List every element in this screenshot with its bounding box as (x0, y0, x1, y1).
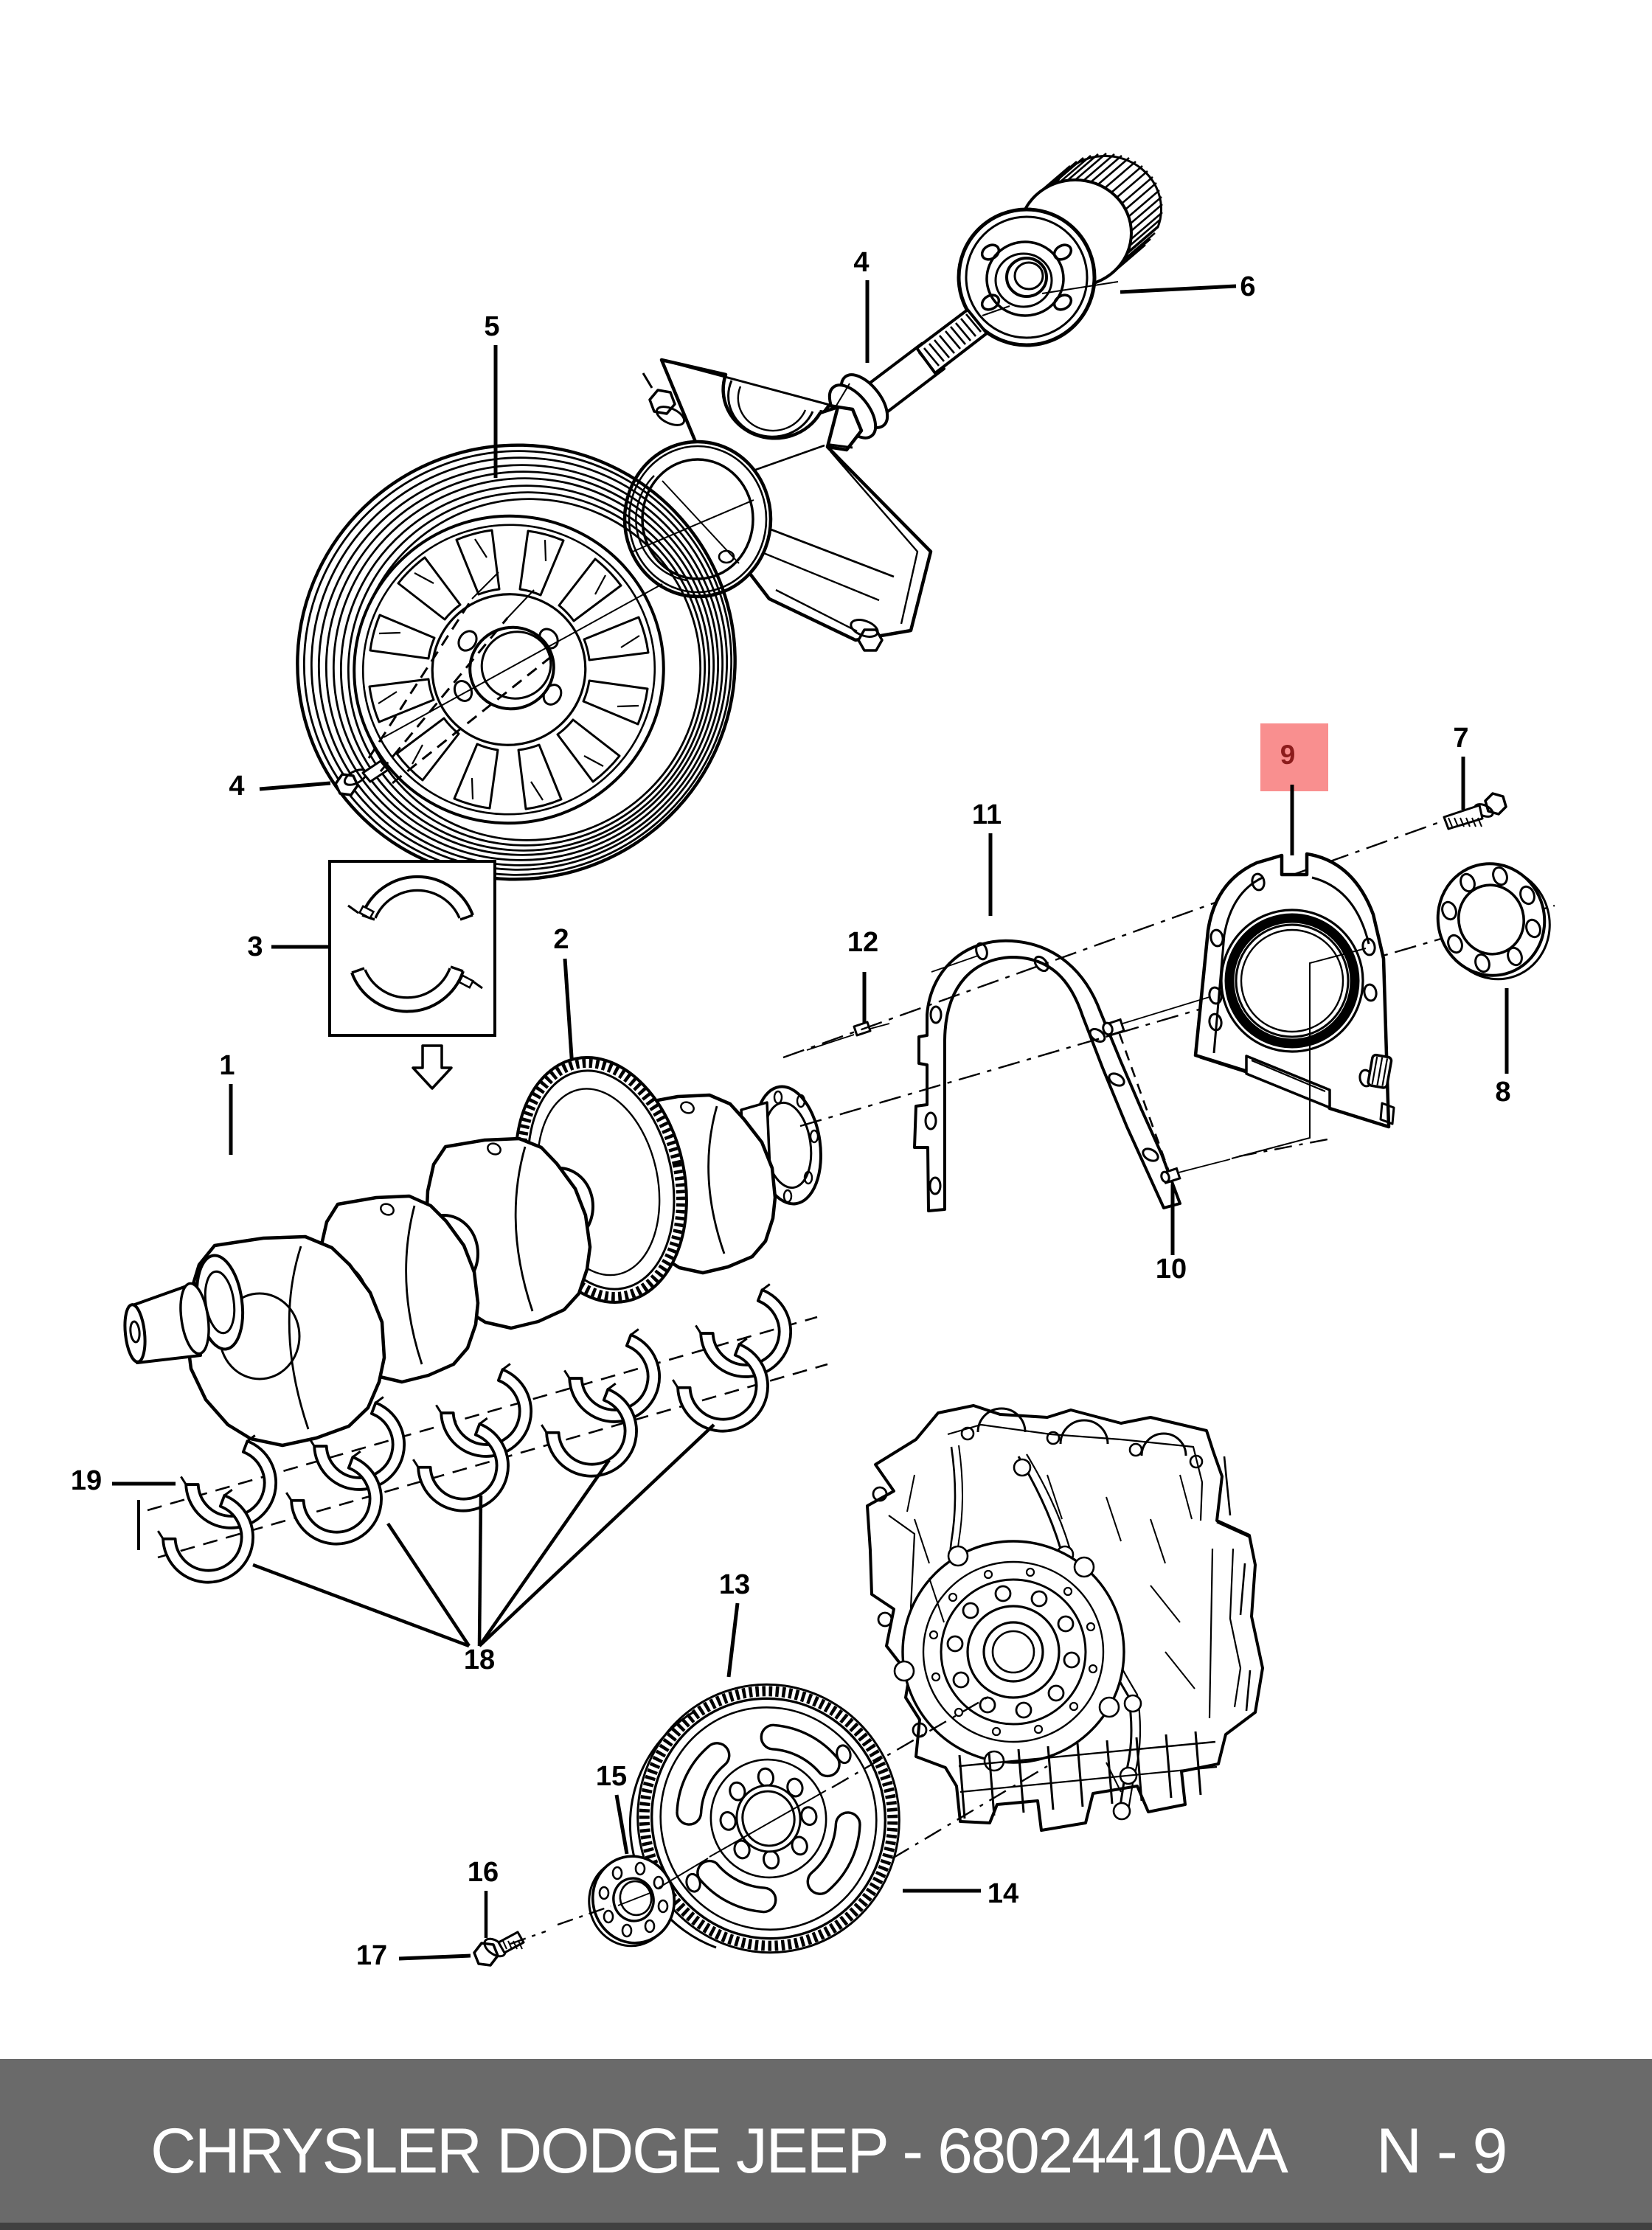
svg-text:4: 4 (853, 247, 869, 278)
svg-text:18: 18 (464, 1644, 495, 1675)
svg-text:CHRYSLER DODGE JEEP - 68024410: CHRYSLER DODGE JEEP - 68024410AA (150, 2116, 1288, 2186)
svg-text:15: 15 (596, 1761, 627, 1792)
svg-text:14: 14 (988, 1878, 1018, 1909)
svg-text:11: 11 (972, 799, 1002, 830)
svg-text:3: 3 (247, 931, 263, 962)
svg-text:7: 7 (1453, 723, 1468, 754)
svg-text:8: 8 (1495, 1077, 1510, 1108)
svg-text:4: 4 (229, 771, 244, 802)
svg-text:5: 5 (484, 311, 499, 342)
svg-text:13: 13 (719, 1569, 750, 1600)
svg-text:N - 9: N - 9 (1376, 2116, 1506, 2186)
svg-text:10: 10 (1156, 1254, 1187, 1285)
svg-text:19: 19 (71, 1465, 102, 1496)
svg-text:6: 6 (1240, 271, 1255, 302)
svg-text:17: 17 (356, 1940, 387, 1971)
svg-text:9: 9 (1280, 740, 1296, 770)
svg-text:16: 16 (468, 1857, 499, 1888)
svg-text:2: 2 (553, 924, 569, 955)
svg-text:12: 12 (847, 927, 878, 958)
svg-text:1: 1 (219, 1050, 235, 1081)
